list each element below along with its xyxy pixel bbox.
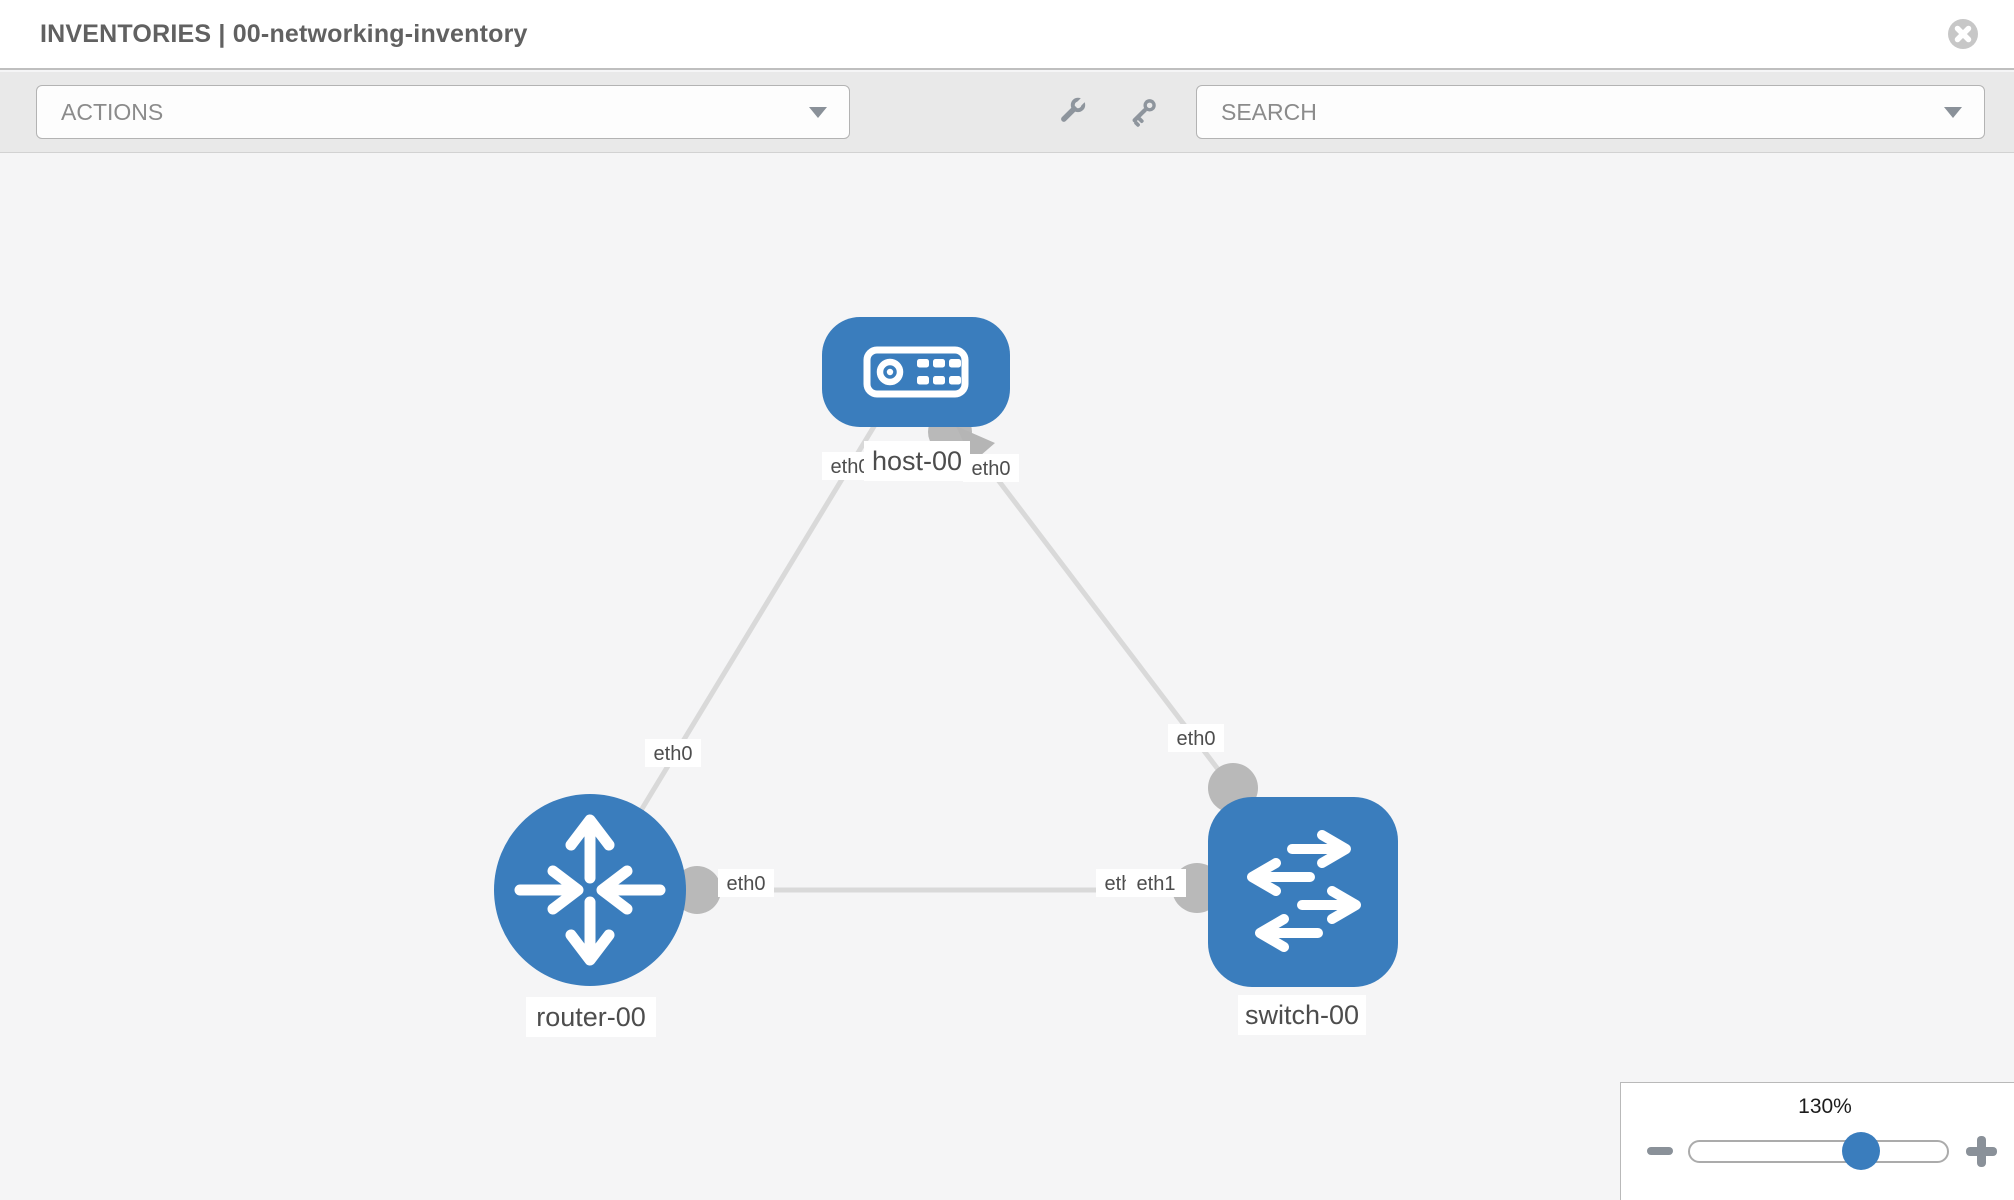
- zoom-panel: 130%: [1620, 1082, 2014, 1200]
- search-dropdown-label: SEARCH: [1221, 98, 1317, 125]
- node-labels: host-00 router-00 switch-00: [526, 441, 1366, 1037]
- actions-dropdown-label: ACTIONS: [61, 98, 164, 125]
- zoom-out-icon[interactable]: [1647, 1147, 1674, 1155]
- chevron-down-icon: [809, 107, 827, 118]
- zoom-slider-thumb[interactable]: [1842, 1131, 1881, 1170]
- link-arrowhead-icon: [956, 426, 995, 462]
- zoom-level: 130%: [1798, 1095, 1852, 1118]
- search-dropdown[interactable]: SEARCH: [1196, 85, 1985, 139]
- key-icon[interactable]: [1126, 94, 1162, 130]
- header: INVENTORIES | 00-networking-inventory: [0, 0, 2014, 70]
- interface-label: eth0: [727, 873, 766, 895]
- interface-label: eth0: [654, 743, 693, 765]
- switch-arrows-icon: [1247, 830, 1361, 952]
- chevron-down-icon: [1944, 107, 1962, 118]
- server-icon: [863, 346, 969, 398]
- node-label-switch: switch-00: [1245, 1000, 1359, 1030]
- node-label-host: host-00: [872, 446, 962, 476]
- zoom-in-icon[interactable]: [1965, 1135, 1998, 1167]
- toolbar: ACTIONS SEARCH: [0, 72, 2014, 153]
- interface-dots: [673, 410, 1258, 914]
- tool-icons: [1054, 94, 1162, 130]
- interface-labels: eth0 eth0 eth0 eth0 eth0 eth0 eth1: [645, 452, 1224, 897]
- close-icon[interactable]: [1946, 17, 1980, 51]
- interface-label: eth0: [1177, 728, 1216, 750]
- node-label-router: router-00: [536, 1002, 646, 1032]
- actions-dropdown[interactable]: ACTIONS: [36, 85, 850, 139]
- interface-label: eth0: [972, 458, 1011, 480]
- interface-label: eth1: [1137, 873, 1176, 895]
- router-arrows-icon: [514, 814, 666, 966]
- node-router[interactable]: [494, 794, 686, 986]
- zoom-controls: [1621, 1129, 2014, 1173]
- interface-label: eth0: [831, 456, 870, 478]
- node-switch[interactable]: [1208, 797, 1398, 987]
- wrench-icon[interactable]: [1054, 94, 1090, 130]
- node-host[interactable]: [822, 317, 1010, 427]
- page-title: INVENTORIES | 00-networking-inventory: [40, 19, 528, 48]
- zoom-slider[interactable]: [1688, 1131, 1949, 1170]
